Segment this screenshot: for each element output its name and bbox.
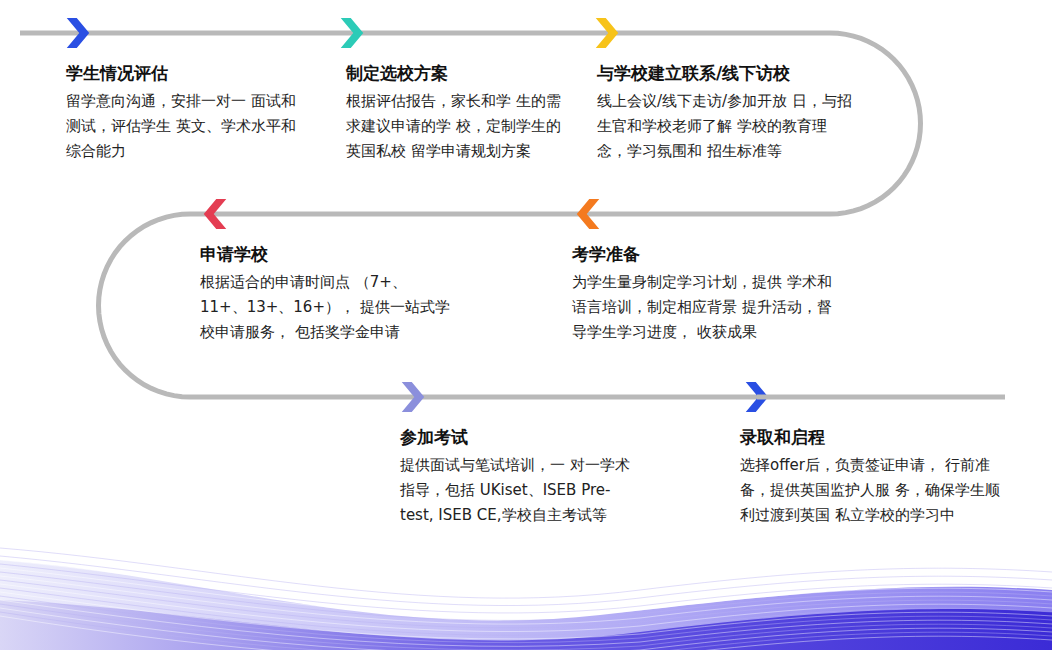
step-description: 选择offer后，负责签证申请， 行前准备，提供英国监护人服 务，确保学生顺利过… — [740, 453, 1002, 528]
wave-line — [0, 600, 1052, 646]
track-connector — [413, 395, 757, 400]
step-description: 留学意向沟通，安排一对一 面试和测试，评估学生 英文、学术水平和综合能力 — [66, 89, 306, 164]
process-step: 参加考试提供面试与笔试培训，一 对一学术指导，包括 UKiset、ISEB Pr… — [400, 397, 640, 528]
step-title: 录取和启程 — [740, 425, 1002, 449]
track-connector — [352, 31, 607, 36]
process-step: 申请学校根据适合的申请时间点 （7+、11+、13+、16+）， 提供一站式学校… — [200, 214, 452, 345]
step-title: 学生情况评估 — [66, 61, 306, 85]
chevron-arrowhead — [577, 199, 600, 229]
wave-line — [0, 616, 1052, 650]
step-description: 根据评估报告，家长和学 生的需求建议申请的学 校，定制学生的英国私校 留学申请规… — [346, 89, 571, 164]
wave-line — [0, 592, 1052, 639]
track-connector — [78, 31, 352, 36]
process-step: 录取和启程选择offer后，负责签证申请， 行前准备，提供英国监护人服 务，确保… — [740, 397, 1002, 528]
step-title: 申请学校 — [200, 242, 452, 266]
wave-lines — [0, 548, 1052, 650]
step-description: 根据适合的申请时间点 （7+、11+、13+、16+）， 提供一站式学校申请服务… — [200, 270, 452, 345]
track-connector — [215, 212, 588, 217]
track-line — [20, 31, 78, 36]
process-step: 学生情况评估留学意向沟通，安排一对一 面试和测试，评估学生 英文、学术水平和综合… — [66, 33, 306, 164]
process-step: 与学校建立联系/线下访校线上会议/线下走访/参加开放 日，与招生官和学校老师了解… — [597, 33, 852, 164]
wave-line — [0, 596, 1052, 643]
chevron-arrowhead — [204, 199, 227, 229]
wave-line — [0, 584, 1052, 632]
wave-line — [0, 568, 1052, 617]
process-step: 考学准备为学生量身制定学习计划，提供 学术和语言培训，制定相应背景 提升活动，督… — [572, 214, 834, 345]
step-description: 为学生量身制定学习计划，提供 学术和语言培训，制定相应背景 提升活动，督导学生学… — [572, 270, 834, 345]
wave-line — [0, 604, 1052, 650]
step-title: 制定选校方案 — [346, 61, 571, 85]
chevron-arrowhead — [341, 18, 364, 48]
track-connector — [588, 33, 921, 214]
chevron-marker — [67, 18, 90, 48]
chevron-arrowhead — [402, 382, 425, 412]
wave-line — [0, 612, 1052, 650]
track-line — [757, 395, 1005, 400]
step-title: 参加考试 — [400, 425, 640, 449]
step-title: 考学准备 — [572, 242, 834, 266]
wave-line — [0, 588, 1052, 635]
process-step: 制定选校方案根据评估报告，家长和学 生的需求建议申请的学 校，定制学生的英国私校… — [346, 33, 571, 164]
step-description: 提供面试与笔试培训，一 对一学术指导，包括 UKiset、ISEB Pre-te… — [400, 453, 640, 528]
step-description: 线上会议/线下走访/参加开放 日，与招生官和学校老师了解 学校的教育理念，学习氛… — [597, 89, 852, 164]
chevron-arrowhead — [596, 18, 619, 48]
wave-line — [0, 608, 1052, 650]
step-title: 与学校建立联系/线下访校 — [597, 61, 852, 85]
